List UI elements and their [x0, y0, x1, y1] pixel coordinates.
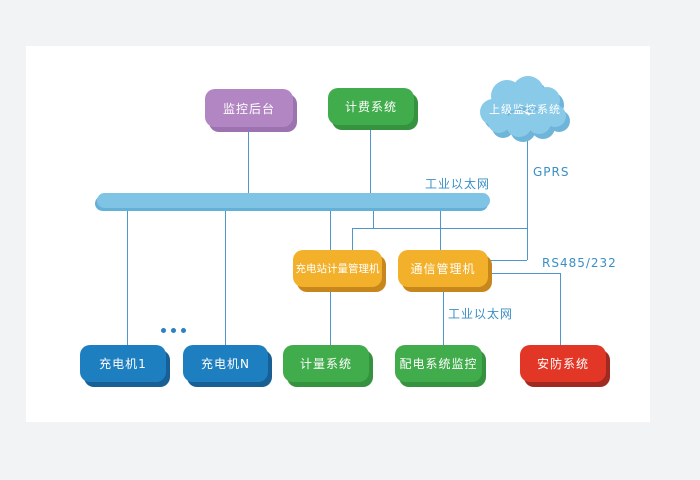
line-branch-horizontal: [352, 228, 527, 229]
label-gprs: GPRS: [533, 165, 570, 179]
node-distribution-monitor: 配电系统监控: [395, 345, 482, 382]
label-ethernet-lower: 工业以太网: [448, 307, 514, 321]
line-billing-to-bus: [370, 125, 371, 193]
line-comm-mgr-to-distribution-monitor: [443, 287, 444, 345]
line-bus-to-charging-meter-mgr: [330, 208, 331, 250]
node-charger-n: 充电机N: [183, 345, 268, 382]
cloud-shape: [473, 72, 577, 146]
label-rs485: RS485/232: [542, 256, 617, 270]
line-monitor-backend-to-bus: [248, 127, 249, 193]
label-ethernet-top: 工业以太网: [424, 177, 490, 191]
node-meter-system: 计量系统: [283, 345, 369, 382]
node-meter-system-label: 计量系统: [299, 357, 352, 371]
cloud-icon: [480, 76, 570, 142]
node-billing-system: 计费系统: [328, 88, 414, 125]
line-bus-to-charger1: [127, 208, 128, 345]
ellipsis-dot: [171, 328, 176, 333]
industrial-ethernet-bus-bar: [97, 193, 490, 208]
line-bus-to-comm-mgr: [440, 208, 441, 250]
ellipsis-dot: [161, 328, 166, 333]
line-comm-mgr-to-cloud: [488, 260, 527, 261]
node-comm-mgr: 通信管理机: [398, 250, 488, 287]
line-rs485-to-security-system: [560, 273, 561, 345]
node-monitor-backend: 监控后台: [205, 89, 293, 127]
node-charger-1-label: 充电机1: [99, 357, 147, 371]
line-charging-meter-mgr-to-meter-system: [330, 287, 331, 345]
node-security-system-label: 安防系统: [536, 357, 589, 371]
node-charging-meter-mgr-label: 充电站计量管理机: [295, 263, 380, 275]
line-branch-to-charging-meter-mgr: [352, 228, 353, 250]
line-bus-to-branch: [373, 208, 374, 228]
line-comm-mgr-rs485: [488, 273, 560, 274]
node-monitor-backend-label: 监控后台: [222, 101, 275, 116]
node-billing-system-label: 计费系统: [344, 100, 397, 114]
node-distribution-monitor-label: 配电系统监控: [399, 357, 478, 371]
node-charger-n-label: 充电机N: [201, 357, 250, 371]
node-upper-monitor-system: 上级监控系统: [489, 103, 561, 116]
node-comm-mgr-label: 通信管理机: [410, 262, 476, 276]
line-gprs-cloud-down: [527, 140, 528, 260]
ellipsis-dot: [181, 328, 186, 333]
node-charger-1: 充电机1: [80, 345, 166, 382]
node-security-system: 安防系统: [520, 345, 606, 382]
line-bus-to-chargerN: [225, 208, 226, 345]
node-charging-meter-mgr: 充电站计量管理机: [293, 250, 382, 287]
